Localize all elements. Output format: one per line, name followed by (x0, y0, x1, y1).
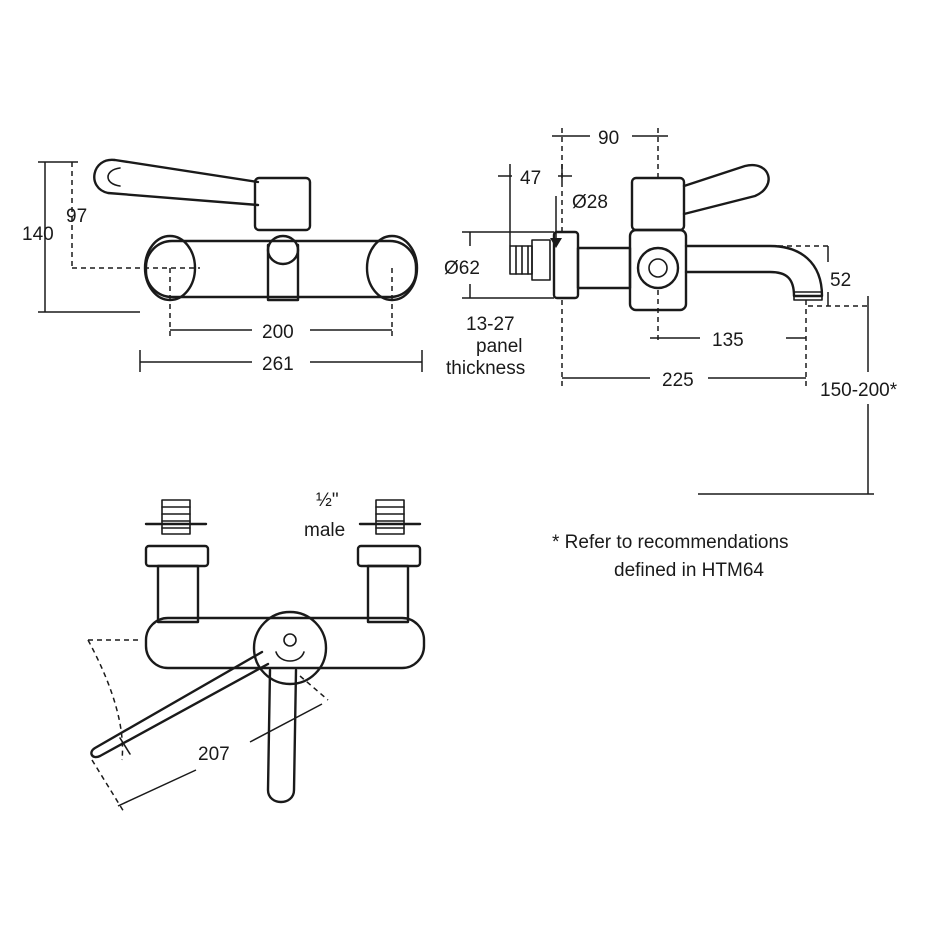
dim-panel-thickness-2: panel (476, 336, 523, 357)
plan-right-thread (375, 499, 405, 535)
front-lever-inner (107, 167, 121, 187)
plan-hub-arrow (275, 651, 305, 662)
side-spout-aerator (793, 291, 823, 301)
side-outlet-core (648, 258, 668, 278)
side-lever (682, 163, 770, 216)
dim-side-depth-top: 90 (598, 128, 619, 149)
dim-spout-height: 52 (830, 270, 851, 291)
dim-side-depth-47: 47 (520, 168, 541, 189)
dim-mount-height: 150-200* (820, 380, 898, 401)
plan-left-pipe (156, 564, 200, 624)
plan-left-flange (144, 544, 210, 568)
front-lever-hub (253, 176, 312, 232)
dim-lever-length: 207 (198, 744, 230, 765)
dim-front-centres: 200 (262, 322, 294, 343)
dim-side-dia-62: Ø62 (444, 258, 480, 279)
plan-lever-rotated (90, 650, 270, 759)
dim-front-width: 261 (262, 354, 294, 375)
plan-body (144, 616, 426, 670)
side-spout (684, 244, 824, 298)
dim-side-depth-total: 225 (662, 370, 694, 391)
dim-panel-thickness-1: 13-27 (466, 314, 515, 335)
front-lever-handle (93, 158, 260, 207)
plan-left-thread (161, 499, 191, 535)
side-nut (531, 239, 551, 281)
side-hub (630, 176, 686, 232)
dim-panel-thickness-3: thickness (446, 358, 525, 379)
plan-view: ½" male 207 (87, 490, 426, 813)
front-spout (266, 243, 300, 302)
front-body (144, 239, 418, 299)
note-line-1: * Refer to recommendations (552, 532, 789, 553)
side-outlet-ring (636, 246, 680, 290)
plan-right-pipe (366, 564, 410, 624)
plan-hub (252, 610, 328, 686)
footnote: * Refer to recommendations defined in HT… (552, 532, 789, 581)
dim-inlet-size-1: ½" (316, 490, 339, 511)
plan-swing-arc (87, 639, 124, 761)
dim-inlet-size-2: male (304, 520, 345, 541)
plan-lever-down (266, 668, 298, 804)
dim-spout-reach: 135 (712, 330, 744, 351)
front-spout-top (266, 234, 300, 266)
dim-front-height-inner: 97 (66, 206, 87, 227)
side-view: 90 47 Ø28 Ø62 13-27 panel thickness 52 1… (444, 128, 898, 495)
dim-side-dia-28: Ø28 (572, 192, 608, 213)
front-view: 140 97 200 261 (22, 158, 423, 375)
plan-right-flange (356, 544, 422, 568)
dim-front-height-total: 140 (22, 224, 54, 245)
note-line-2: defined in HTM64 (614, 560, 764, 581)
side-pipe (576, 246, 632, 290)
